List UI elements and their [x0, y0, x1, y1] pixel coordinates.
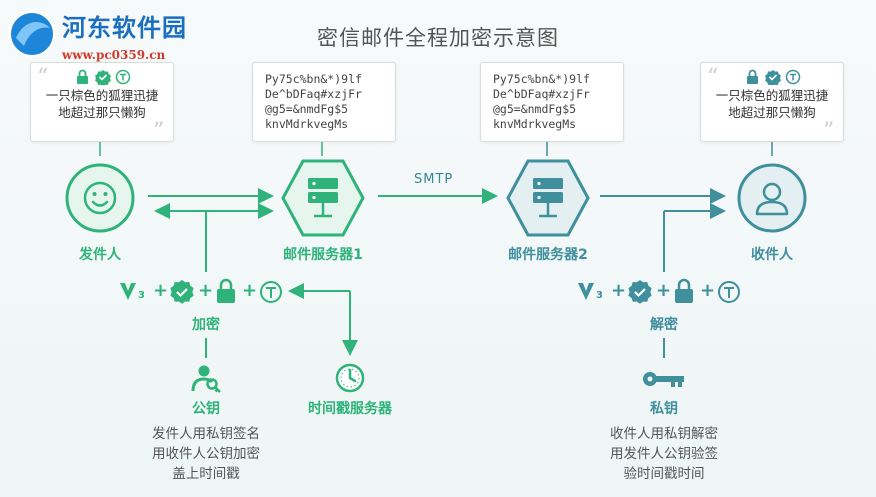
mail-server2-label: 邮件服务器2	[508, 247, 588, 263]
timestamp-t-icon	[785, 69, 801, 85]
sender-node	[64, 162, 136, 238]
timestamp-t-icon	[718, 281, 740, 303]
timestamp-t-icon	[260, 281, 282, 303]
receiver-plaintext-line1: 一只棕色的狐狸迅捷	[715, 88, 829, 103]
public-key-label: 公钥	[192, 401, 220, 417]
encryption-v3-subscript: 3	[138, 290, 145, 301]
decryption-plus-3: +	[700, 280, 716, 301]
decryption-chain	[576, 278, 752, 310]
server-hexagon-icon	[281, 159, 365, 237]
private-key-desc-line2: 用发件人公钥验签	[610, 446, 718, 462]
decryption-plus-2: +	[656, 280, 672, 301]
server1-ciphertext-bubble: Py75c%bn&*)9lf De^bDFaq#xzjFr @g5=&nmdFg…	[252, 62, 396, 142]
receiver-node	[736, 162, 808, 238]
decryption-label: 解密	[650, 317, 678, 333]
open-quote-icon: “	[707, 65, 719, 90]
sender-security-icons	[75, 69, 131, 89]
private-key-desc-line3: 验时间戳时间	[623, 466, 705, 482]
mail-server2-node	[506, 158, 590, 242]
smtp-label: SMTP	[414, 172, 454, 187]
watermark-site-name: 河东软件园	[62, 13, 187, 42]
server2-cipher-line3: @g5=&nmdFg$5	[493, 102, 577, 116]
verified-badge-icon	[628, 280, 652, 304]
close-quote-icon: ”	[823, 119, 835, 144]
sender-plaintext-line2: 地超过那只懒狗	[58, 105, 146, 120]
timestamp-server-label: 时间戳服务器	[308, 401, 392, 417]
decryption-v3-subscript: 3	[596, 290, 603, 301]
lock-icon	[675, 278, 693, 303]
close-quote-icon: ”	[153, 119, 165, 144]
receiver-label: 收件人	[751, 247, 793, 263]
open-quote-icon: “	[37, 65, 49, 90]
v3-icon	[120, 283, 136, 300]
lock-icon	[747, 69, 758, 84]
watermark-logo	[6, 8, 58, 64]
server2-cipher-line2: De^bDFaq#xzjFr	[493, 87, 590, 101]
encryption-plus-1: +	[153, 280, 169, 301]
person-avatar-icon	[737, 163, 807, 233]
public-key-desc-line1: 发件人用私钥签名	[152, 426, 260, 442]
private-key-label: 私钥	[650, 401, 678, 417]
lock-icon	[77, 69, 88, 84]
server-hexagon-icon	[506, 159, 590, 237]
sender-label: 发件人	[79, 247, 121, 263]
receiver-plaintext-bubble: “ ” 一只棕色的狐狸迅捷 地超过那只懒狗	[700, 62, 844, 144]
encryption-plus-2: +	[198, 280, 214, 301]
sender-plaintext-line1: 一只棕色的狐狸迅捷	[45, 88, 159, 103]
verified-badge-icon	[765, 70, 781, 87]
lock-icon	[217, 278, 235, 303]
server2-cipher-line4: knvMdrkvegMs	[493, 117, 577, 131]
key-icon	[641, 368, 687, 394]
server1-cipher-line1: Py75c%bn&*)9lf	[265, 72, 362, 86]
decryption-plus-1: +	[611, 280, 627, 301]
verified-badge-icon	[170, 280, 194, 304]
server2-ciphertext-bubble: Py75c%bn&*)9lf De^bDFaq#xzjFr @g5=&nmdFg…	[480, 62, 624, 142]
mail-server1-node	[281, 158, 365, 242]
watermark-url: www.pc0359.cn	[62, 48, 166, 62]
smiley-face-icon	[65, 163, 135, 233]
verified-badge-icon	[95, 70, 111, 87]
receiver-security-icons	[745, 69, 801, 89]
private-key-desc-line1: 收件人用私钥解密	[610, 426, 718, 442]
v3-icon	[578, 283, 594, 300]
server1-cipher-line4: knvMdrkvegMs	[265, 117, 349, 131]
public-key-desc-line2: 用收件人公钥加密	[152, 446, 260, 462]
server1-cipher-line3: @g5=&nmdFg$5	[265, 102, 349, 116]
sender-plaintext-bubble: “ ” 一只棕色的狐狸迅捷 地超过那只懒狗	[30, 62, 174, 144]
encryption-plus-3: +	[242, 280, 258, 301]
diagram-title: 密信邮件全程加密示意图	[317, 26, 559, 50]
public-key-desc-line3: 盖上时间戳	[172, 466, 240, 482]
timestamp-t-icon	[115, 69, 131, 85]
encryption-chain	[118, 278, 294, 310]
server1-cipher-line2: De^bDFaq#xzjFr	[265, 87, 362, 101]
mail-server1-label: 邮件服务器1	[283, 247, 363, 263]
server2-cipher-line1: Py75c%bn&*)9lf	[493, 72, 590, 86]
key-holder-icon	[190, 363, 222, 399]
receiver-plaintext-line2: 地超过那只懒狗	[728, 105, 816, 120]
clock-icon	[334, 362, 366, 398]
encryption-label: 加密	[192, 317, 220, 333]
